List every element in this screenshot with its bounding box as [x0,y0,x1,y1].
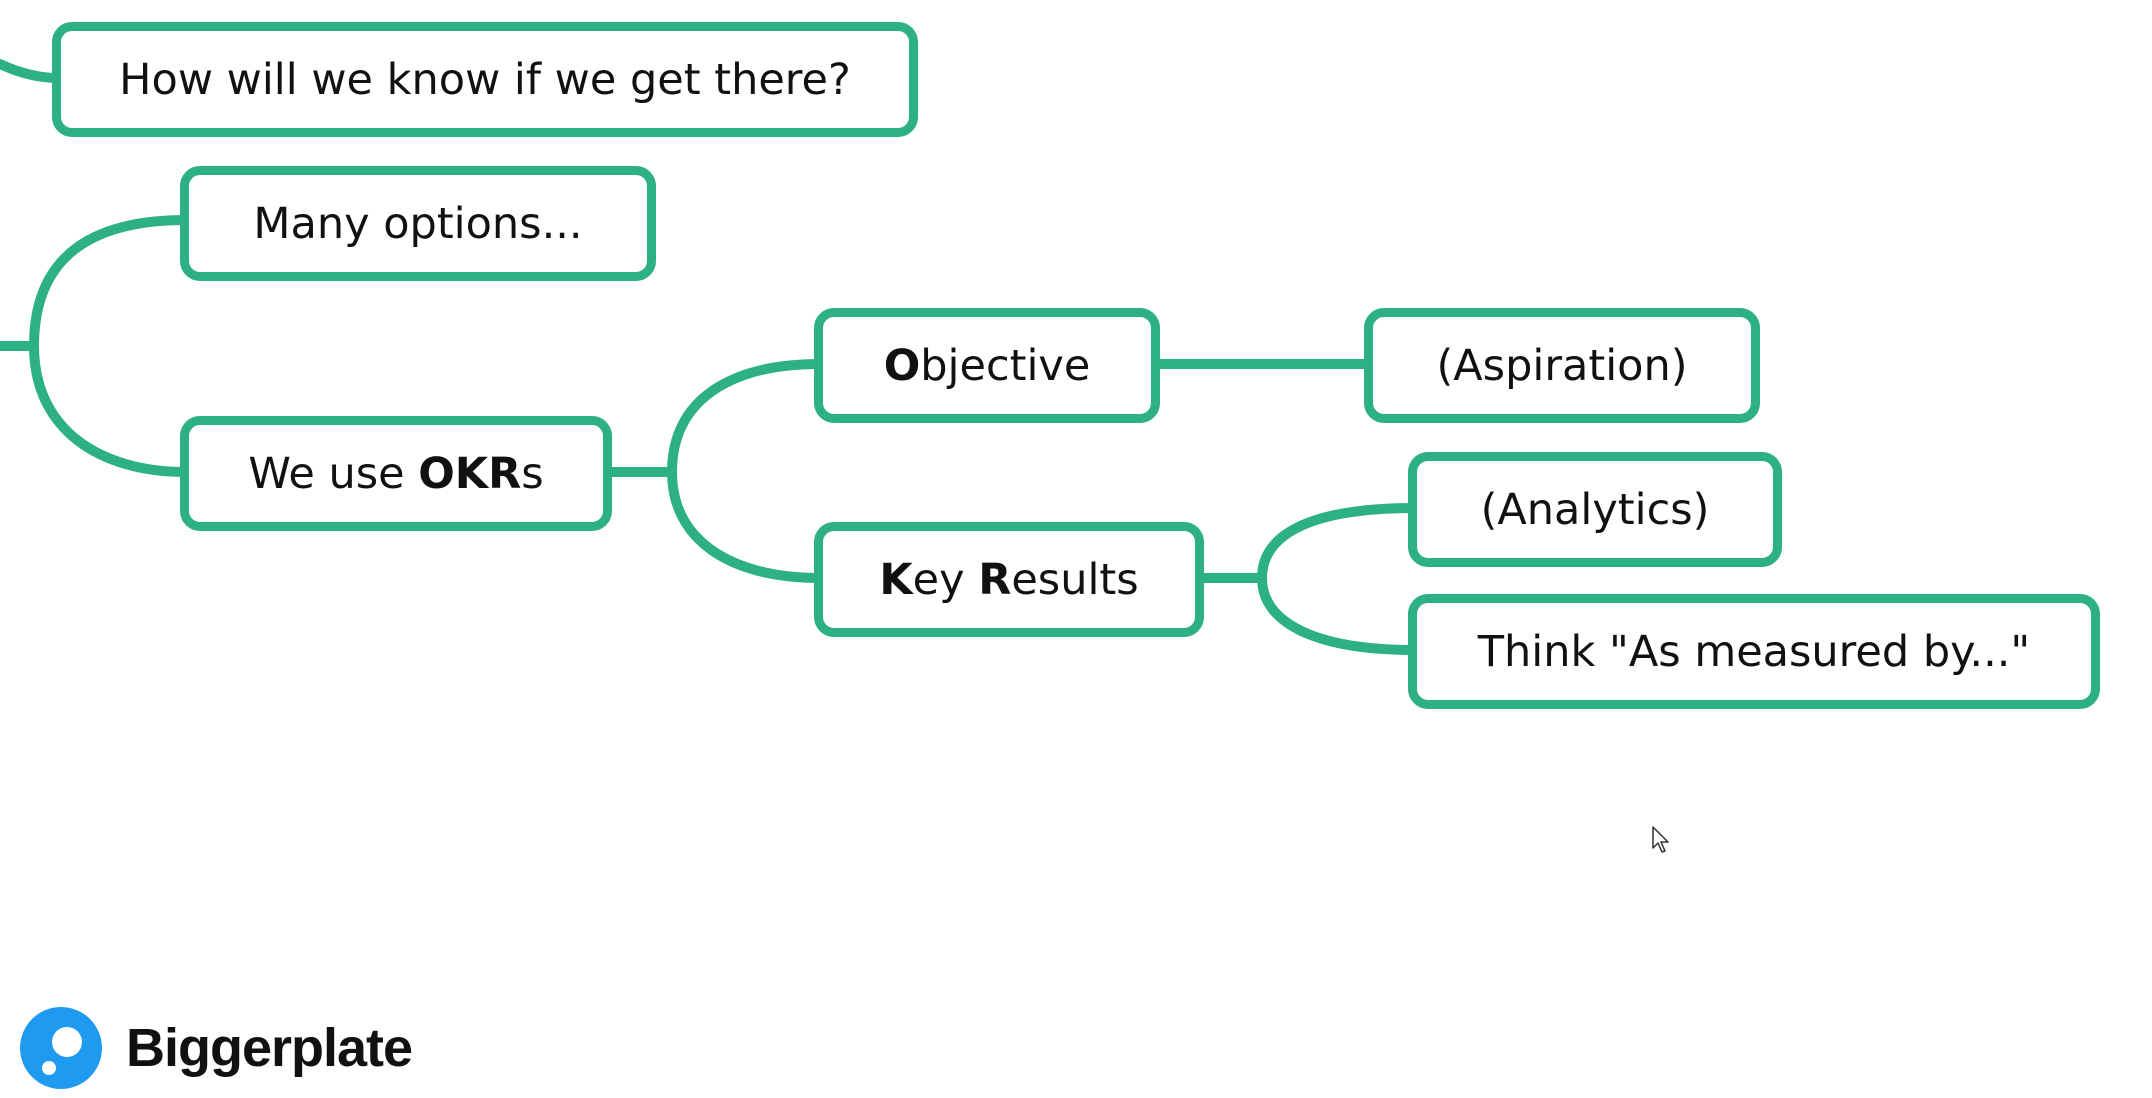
connector-analytics [1257,503,1419,583]
connector-keyresults [667,467,825,583]
node-analytics-label: (Analytics) [1480,484,1710,535]
node-we-use-okrs[interactable]: We use OKRs [180,416,612,531]
connector-okrs [29,341,191,477]
node-many-options[interactable]: Many options... [180,166,656,281]
node-we-use-okrs-label: We use OKRs [248,448,544,499]
node-think-as-measured-by-label: Think "As measured by..." [1477,626,2031,677]
brand-logo: Biggerplate [20,1006,413,1090]
connector-know [0,59,63,83]
node-key-results-label: Key Results [879,554,1139,605]
node-aspiration[interactable]: (Aspiration) [1364,308,1760,423]
node-how-will-we-know[interactable]: How will we know if we get there? [52,22,918,137]
node-objective-label: Objective [883,340,1091,391]
connector-think [1257,573,1419,655]
node-analytics[interactable]: (Analytics) [1408,452,1782,567]
node-how-will-we-know-label: How will we know if we get there? [119,54,851,105]
connector-options [29,215,191,351]
brand-name: Biggerplate [126,1018,413,1078]
biggerplate-logo-icon [20,1007,102,1089]
connector-objective [667,359,825,477]
node-objective[interactable]: Objective [814,308,1160,423]
node-many-options-label: Many options... [253,198,583,249]
node-key-results[interactable]: Key Results [814,522,1204,637]
node-aspiration-label: (Aspiration) [1436,340,1688,391]
mouse-pointer-icon [1652,826,1669,853]
node-think-as-measured-by[interactable]: Think "As measured by..." [1408,594,2100,709]
